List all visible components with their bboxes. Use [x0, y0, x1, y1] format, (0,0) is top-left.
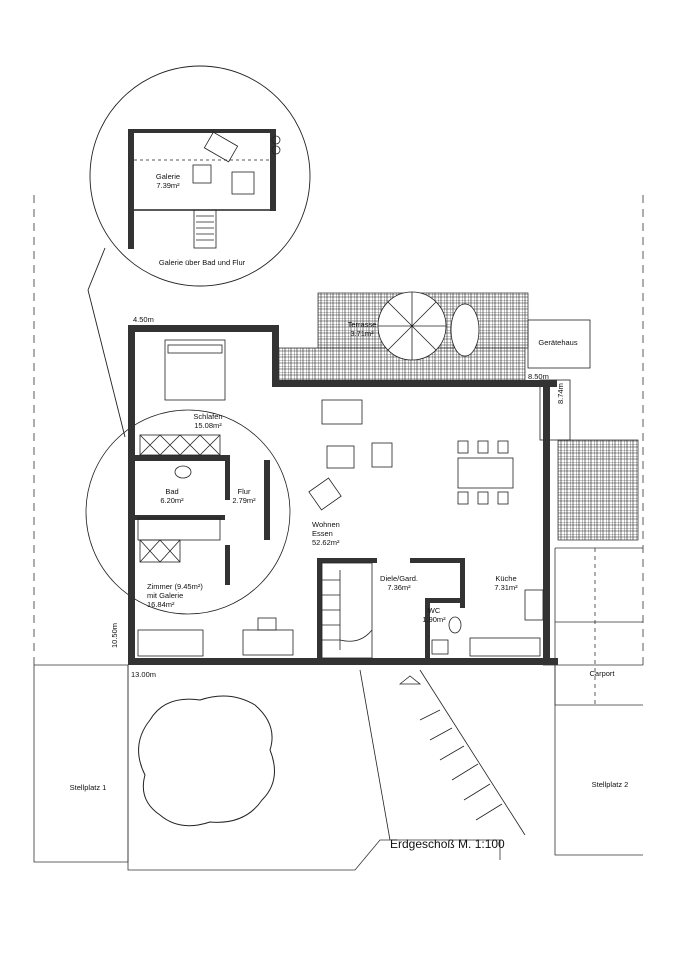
furniture [137, 339, 544, 657]
property-boundary [33, 195, 644, 665]
parking-outline [33, 547, 643, 871]
room-diele: Diele/Gard. 7.36m² [376, 574, 422, 592]
dimension-height-left: 10.50m [110, 622, 119, 648]
room-zimmer: Zimmer (9.45m²) mit Galerie 16.84m² [147, 582, 203, 609]
interior-walls [135, 455, 465, 658]
dimension-terrace-width: 8.50m [528, 372, 549, 381]
room-flur: Flur 2.79m² [228, 487, 260, 505]
label-stellplatz-1: Stellplatz 1 [69, 783, 107, 792]
room-sub: mit Galerie [147, 591, 184, 600]
room-area: 1.90m² [422, 615, 446, 624]
label-carport: Carport [589, 669, 615, 678]
room-name: Wohnen [312, 520, 340, 529]
gallery-caption: Galerie über Bad und Flur [158, 258, 246, 267]
room-sub: Essen [312, 529, 333, 538]
tree-symbol [138, 695, 275, 827]
entrance-path [359, 669, 526, 841]
room-area: 3.71m² [350, 329, 374, 338]
room-area: 52.62m² [312, 538, 340, 547]
room-area: 7.31m² [494, 583, 518, 592]
room-area: 15.08m² [194, 421, 222, 430]
room-name: Flur [237, 487, 251, 496]
drawing-title: Erdgeschoß M. 1:100 [390, 837, 505, 851]
label-geraetehaus: Gerätehaus [538, 338, 578, 347]
room-name: WC [427, 606, 441, 615]
room-name: Bad [165, 487, 179, 496]
room-kueche: Küche 7.31m² [486, 574, 526, 592]
room-name: Zimmer (9.45m²) [147, 582, 203, 591]
exterior-walls [128, 325, 558, 665]
room-wohnen: Wohnen Essen 52.62m² [312, 520, 340, 547]
room-bad: Bad 6.20m² [152, 487, 192, 505]
dimension-width-bottom: 13.00m [131, 670, 157, 679]
label-stellplatz-2: Stellplatz 2 [591, 780, 629, 789]
room-area: 7.36m² [387, 583, 411, 592]
room-name: Küche [495, 574, 517, 583]
room-schlafen: Schlafen 15.08m² [180, 412, 236, 430]
room-wc: WC 1.90m² [420, 606, 448, 624]
room-terrasse: Terrasse 3.71m² [338, 320, 386, 338]
room-name: Schlafen [193, 412, 223, 421]
dimension-width-top: 4.50m [133, 315, 154, 324]
room-name: Diele/Gard. [380, 574, 418, 583]
gallery-detail-circle [85, 65, 311, 615]
parasol [377, 291, 480, 361]
room-area: 6.20m² [160, 496, 184, 505]
gallery-detail-plan [128, 129, 281, 249]
room-area: 7.39m² [156, 181, 180, 190]
dimension-terrace-depth: 8.74m [556, 383, 565, 404]
room-area: 2.79m² [232, 496, 256, 505]
room-area: 16.84m² [147, 600, 175, 609]
room-name: Terrasse [347, 320, 377, 329]
staircase [321, 562, 373, 659]
room-name: Galerie [155, 172, 181, 181]
room-galerie: Galerie 7.39m² [148, 172, 188, 190]
